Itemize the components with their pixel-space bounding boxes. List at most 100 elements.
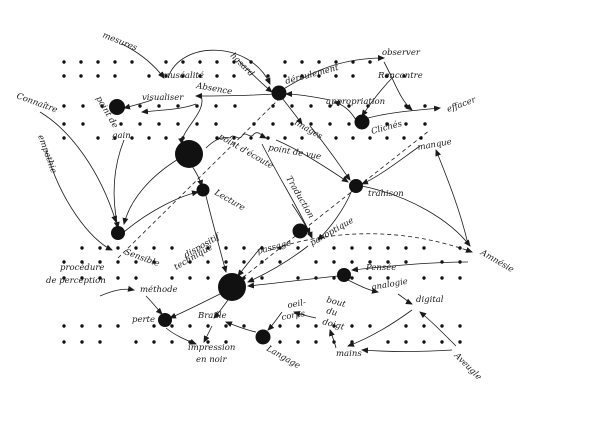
braille-dot [347, 104, 351, 108]
label-digital: digital [416, 295, 444, 305]
braille-dot [181, 74, 185, 78]
edge-bout-oeil [293, 311, 317, 319]
braille-dot [170, 324, 174, 328]
braille-dot [290, 104, 294, 108]
braille-dot [283, 74, 287, 78]
concept-labels: mesures muséalité hasard déroulement obs… [15, 31, 516, 383]
label-mains: mains [336, 349, 362, 359]
edge-manque-trahison [361, 145, 421, 185]
braille-dot [423, 122, 427, 126]
label-manque: manque [417, 137, 453, 153]
label-gain: gain [112, 131, 131, 141]
braille-dot [385, 74, 389, 78]
braille-dot [458, 324, 462, 328]
edge-dashed-dispositif-manque [231, 129, 431, 287]
braille-dot [440, 276, 444, 280]
braille-dot [206, 260, 210, 264]
label-trahison: trahison [368, 189, 404, 199]
braille-dot [62, 74, 66, 78]
braille-dot [419, 136, 423, 140]
label-aveugle: Aveugle [451, 350, 483, 382]
edge-analogie-digital [397, 293, 413, 305]
edge-pensee-analogie [347, 279, 379, 294]
braille-dot [440, 324, 444, 328]
braille-dot [224, 246, 228, 250]
braille-dot [80, 276, 84, 280]
braille-dot [233, 104, 237, 108]
braille-dot [386, 340, 390, 344]
label-cliches: Clichés [370, 118, 404, 137]
braille-dot [147, 74, 151, 78]
braille-dot [224, 260, 228, 264]
edge-oeil-langage [267, 311, 283, 331]
label-effacer: effacer [446, 95, 478, 115]
node-perte [158, 313, 172, 327]
edge-panoptique-dispositif [247, 245, 309, 283]
braille-dot [215, 136, 219, 140]
braille-dot [195, 104, 199, 108]
label-impression-1: impression [188, 343, 235, 353]
braille-dot [116, 276, 120, 280]
label-appropriation: appropriation [326, 97, 385, 107]
braille-dot [242, 260, 246, 264]
braille-dot [80, 324, 84, 328]
edge-absence-visualiser [141, 103, 197, 115]
braille-dot [164, 74, 168, 78]
braille-dot [334, 74, 338, 78]
braille-dot [215, 60, 219, 64]
braille-dot [266, 74, 270, 78]
node-panoptique [292, 223, 308, 239]
braille-dot [62, 276, 66, 280]
braille-dot [96, 60, 100, 64]
braille-dot [96, 74, 100, 78]
braille-dot [98, 340, 102, 344]
braille-dot [314, 260, 318, 264]
braille-dot [404, 340, 408, 344]
braille-dot [116, 260, 120, 264]
edge-hasard-deroulement [237, 59, 273, 93]
braille-dot [334, 60, 338, 64]
braille-dot [62, 136, 66, 140]
label-musealite: muséalité [162, 70, 204, 81]
braille-dot [332, 276, 336, 280]
edge-visualiser-pointde [123, 99, 153, 110]
edge-traduction-panoptique [291, 203, 311, 235]
braille-dot [170, 276, 174, 280]
node-sensible [111, 226, 125, 240]
label-analogie: analogie [371, 277, 409, 293]
braille-dot [206, 276, 210, 280]
braille-dot [98, 246, 102, 250]
braille-dot [271, 122, 275, 126]
node-point-de [109, 99, 125, 115]
label-langage: Langage [264, 343, 302, 371]
braille-dot [215, 74, 219, 78]
braille-dot [404, 246, 408, 250]
edge-langage-braille [225, 321, 257, 333]
braille-dot [96, 136, 100, 140]
braille-dot [332, 246, 336, 250]
braille-dot [242, 246, 246, 250]
edge-dispositif-braille [213, 299, 229, 319]
label-methode: méthode [140, 284, 178, 295]
braille-dot [224, 340, 228, 344]
label-empathie: empathie [35, 134, 58, 175]
braille-dot [157, 104, 161, 108]
braille-dot [80, 260, 84, 264]
braille-dot [130, 60, 134, 64]
edge-mains-bout [329, 329, 337, 349]
edge-images-trahison [309, 125, 351, 181]
braille-dot [81, 104, 85, 108]
braille-dot [314, 340, 318, 344]
node-langage [255, 329, 271, 345]
edge-dispositif-perte [169, 293, 221, 319]
braille-dot [134, 246, 138, 250]
braille-dot [458, 246, 462, 250]
node-dispositif [218, 273, 246, 301]
edge-cliches-effacer [367, 105, 441, 119]
braille-dot [249, 136, 253, 140]
label-braille: Braille [197, 311, 227, 321]
braille-dot [458, 276, 462, 280]
braille-dot [62, 340, 66, 344]
braille-dot [368, 246, 372, 250]
edge-connaitre-sensible [39, 111, 118, 223]
